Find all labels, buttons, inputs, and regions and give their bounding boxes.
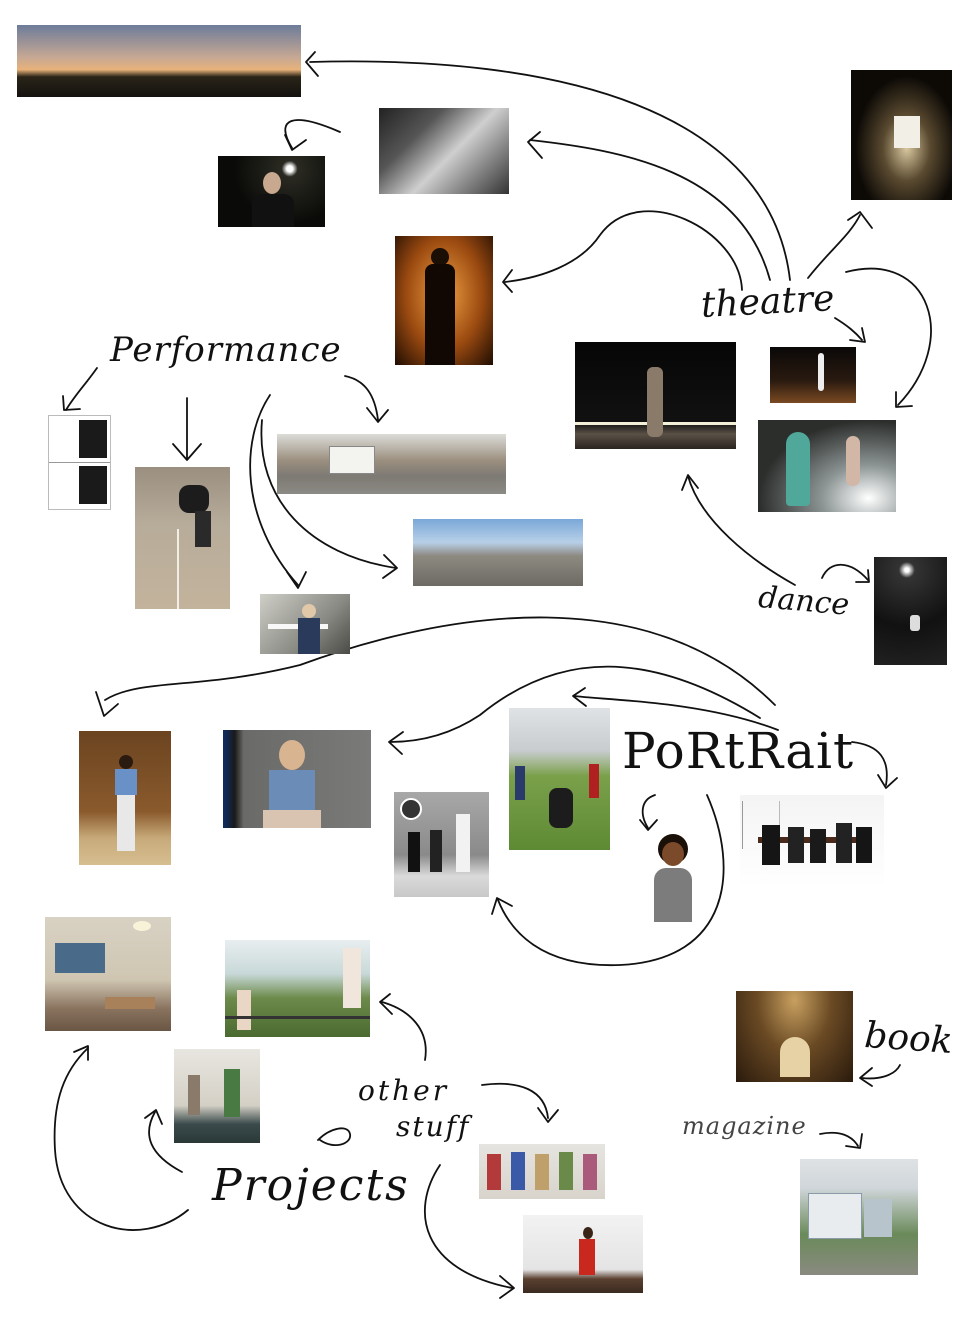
photo-white-room-chair[interactable] (523, 1215, 643, 1293)
photo-man-chalk-line[interactable] (135, 467, 230, 609)
photo-domed-hall[interactable] (736, 991, 853, 1082)
photo-masked-group[interactable] (479, 1144, 605, 1199)
photo-two-dancers-costume[interactable] (758, 420, 896, 512)
photo-table-snow[interactable] (740, 795, 884, 888)
label-magazine[interactable]: magazine (682, 1112, 807, 1140)
label-book[interactable]: book (863, 1015, 955, 1063)
photo-contact-sheet[interactable] (48, 415, 111, 510)
photo-woman-curly-hair[interactable] (648, 832, 698, 922)
photo-balcony-landscape[interactable] (225, 940, 370, 1037)
label-theatre[interactable]: theatre (700, 278, 836, 326)
photo-woman-denim-shirt[interactable] (223, 730, 371, 828)
photo-woman-tape[interactable] (260, 594, 350, 654)
photo-man-spotlight[interactable] (218, 156, 325, 227)
label-stuff[interactable]: stuff (396, 1110, 471, 1143)
label-projects[interactable]: Projects (212, 1160, 410, 1211)
label-performance[interactable]: Performance (110, 330, 342, 370)
photo-street-arrow-sign[interactable] (394, 792, 489, 897)
photo-corridor-doors[interactable] (174, 1049, 260, 1143)
label-portrait[interactable]: PoRtRait (622, 722, 855, 780)
photo-square-long-shadows[interactable] (413, 519, 583, 586)
photo-dance-dark-room[interactable] (874, 557, 947, 665)
photo-city-square-bus[interactable] (277, 434, 506, 494)
photo-dark-stage-box[interactable] (851, 70, 952, 200)
photo-dancer-small[interactable] (770, 347, 856, 403)
photo-office-buildings-aerial[interactable] (800, 1159, 918, 1275)
label-other[interactable]: other (358, 1074, 450, 1107)
photo-group-lawn[interactable] (509, 708, 610, 850)
photo-sunset-panorama[interactable] (17, 25, 301, 97)
photo-gallery-room[interactable] (45, 917, 171, 1031)
photo-woman-wood-doors[interactable] (79, 731, 171, 865)
photo-woman-orange-room[interactable] (395, 236, 493, 365)
photo-staircase[interactable] (379, 108, 509, 194)
photo-dance-stage-lights[interactable] (575, 342, 736, 449)
